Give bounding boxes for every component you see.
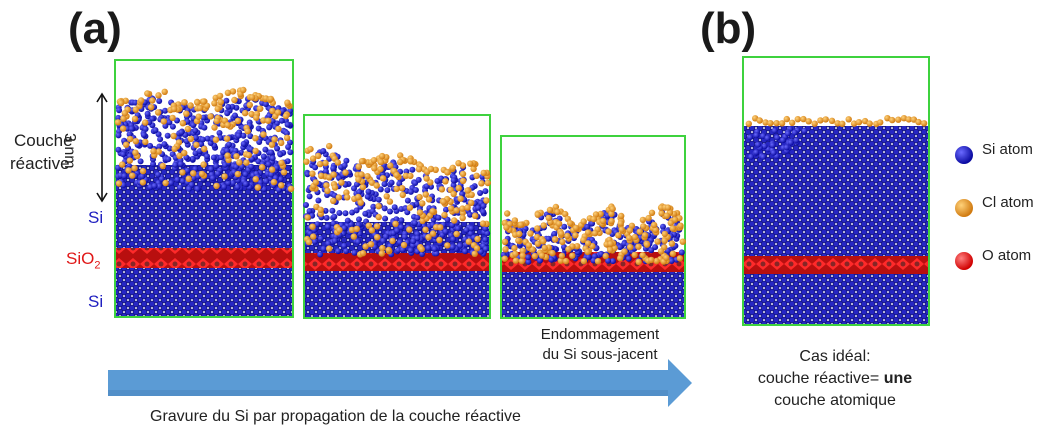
thickness-arrow xyxy=(96,92,108,203)
label-si-bottom: Si xyxy=(88,292,104,311)
oxide-layer-ideal xyxy=(744,256,928,274)
slab-1 xyxy=(114,59,295,318)
slab-ideal xyxy=(742,56,930,326)
label-si-top: Si xyxy=(88,208,104,227)
label-reactive: réactive xyxy=(10,154,70,173)
cl-atom-icon xyxy=(955,199,973,217)
propagation-arrow xyxy=(108,359,692,407)
reactive-layer-3 xyxy=(500,203,686,266)
slab-2 xyxy=(303,114,491,319)
ideal-caption: Cas idéal: couche réactive= une couche a… xyxy=(757,348,913,409)
legend-o-label: O atom xyxy=(982,247,1032,264)
o-atom-icon xyxy=(955,252,973,270)
legend-cl-label: Cl atom xyxy=(982,194,1034,211)
si-atom-icon xyxy=(955,146,973,164)
propagation-caption: Gravure du Si par propagation de la couc… xyxy=(150,408,521,425)
label-sio2: SiO2 xyxy=(66,249,101,272)
oxide-layer-1 xyxy=(116,248,292,268)
slab-3 xyxy=(500,135,686,319)
simulation-box-3 xyxy=(500,135,686,319)
oxide-layer-2 xyxy=(305,253,489,271)
panel-label-a: (a) xyxy=(68,4,122,53)
simulation-box-ideal xyxy=(742,56,930,326)
panel-label-b: (b) xyxy=(700,4,757,53)
damage-caption: Endommagement du Si sous-jacent xyxy=(540,326,660,363)
reactive-layer-1 xyxy=(114,86,295,193)
legend-si-label: Si atom xyxy=(982,141,1033,158)
reactive-layer-ideal xyxy=(745,115,928,160)
reactive-layer-2 xyxy=(303,142,491,258)
label-couche: Couche xyxy=(14,131,73,150)
